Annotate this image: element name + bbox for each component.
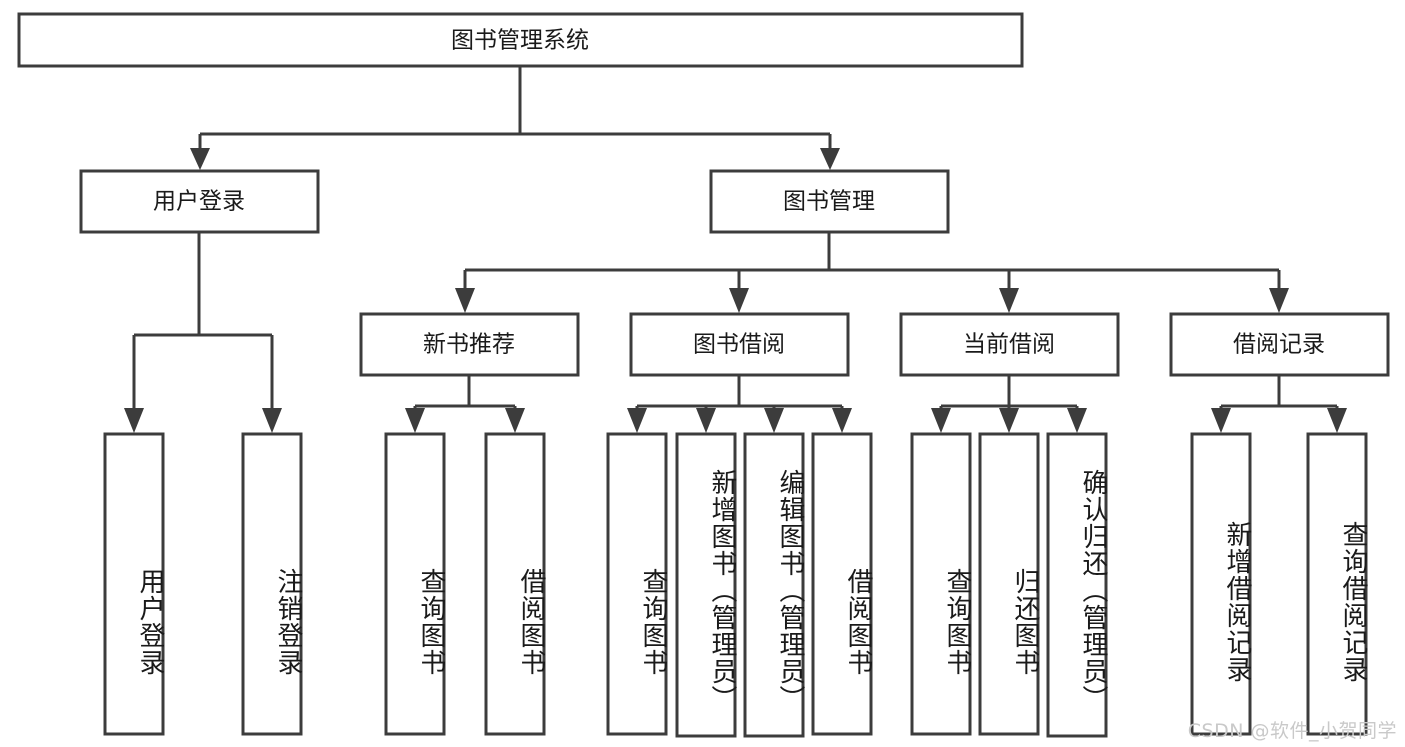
leaf-box-query-book-1[interactable] xyxy=(384,432,446,736)
arrow-to-user-login xyxy=(190,148,210,170)
user-login-box[interactable] xyxy=(79,169,320,234)
node-root[interactable]: 图书管理系统 xyxy=(17,12,1024,68)
node-current-borrow[interactable]: 当前借阅 xyxy=(899,312,1120,377)
arrow-to-book-manage xyxy=(820,148,840,170)
new-book-recommend-box[interactable] xyxy=(359,312,580,377)
leaf-box-borrow-book-1[interactable] xyxy=(484,432,546,736)
connector-current-borrow-to-leaves xyxy=(931,375,1087,433)
node-book-borrow[interactable]: 图书借阅 xyxy=(629,312,850,377)
leaf-box-confirm-return-admin[interactable] xyxy=(1046,432,1108,738)
connector-borrow-record-to-leaves xyxy=(1211,375,1347,433)
leaf-box-return-book[interactable] xyxy=(978,432,1040,736)
leaf-box-add-book-admin[interactable] xyxy=(675,432,737,738)
leaf-box-user-login[interactable] xyxy=(103,432,165,736)
node-new-book-recommend[interactable]: 新书推荐 xyxy=(359,312,580,377)
current-borrow-label: 当前借阅 xyxy=(963,332,1055,358)
leaf-box-query-book-2[interactable] xyxy=(606,432,668,736)
current-borrow-box[interactable] xyxy=(899,312,1120,377)
borrow-record-label: 借阅记录 xyxy=(1233,332,1325,358)
connector-book-borrow-to-leaves xyxy=(627,375,852,433)
connector-new-book-recommend-to-leaves xyxy=(405,375,525,433)
root-label: 图书管理系统 xyxy=(451,28,589,54)
user-login-label: 用户登录 xyxy=(153,189,245,215)
leaf-box-query-book-3[interactable] xyxy=(910,432,972,736)
node-borrow-record[interactable]: 借阅记录 xyxy=(1169,312,1390,377)
root-box[interactable] xyxy=(17,12,1024,68)
leaf-box-borrow-book-2[interactable] xyxy=(811,432,873,736)
leaf-box-query-borrow-record[interactable] xyxy=(1306,432,1368,736)
connector-root-to-level2 xyxy=(190,66,840,170)
new-book-recommend-label: 新书推荐 xyxy=(423,332,515,358)
leaf-box-add-borrow-record[interactable] xyxy=(1190,432,1252,736)
book-borrow-label: 图书借阅 xyxy=(693,332,785,358)
connector-user-login-to-leaves xyxy=(124,232,282,433)
node-book-manage[interactable]: 图书管理 xyxy=(709,169,950,234)
leaf-box-logout-login[interactable] xyxy=(241,432,303,736)
leaf-box-edit-book-admin[interactable] xyxy=(743,432,805,738)
book-manage-label: 图书管理 xyxy=(783,189,875,215)
watermark-text: CSDN @软件_小贺同学 xyxy=(1187,720,1397,742)
node-user-login[interactable]: 用户登录 xyxy=(79,169,320,234)
connector-book-manage-to-level3 xyxy=(455,232,1289,313)
